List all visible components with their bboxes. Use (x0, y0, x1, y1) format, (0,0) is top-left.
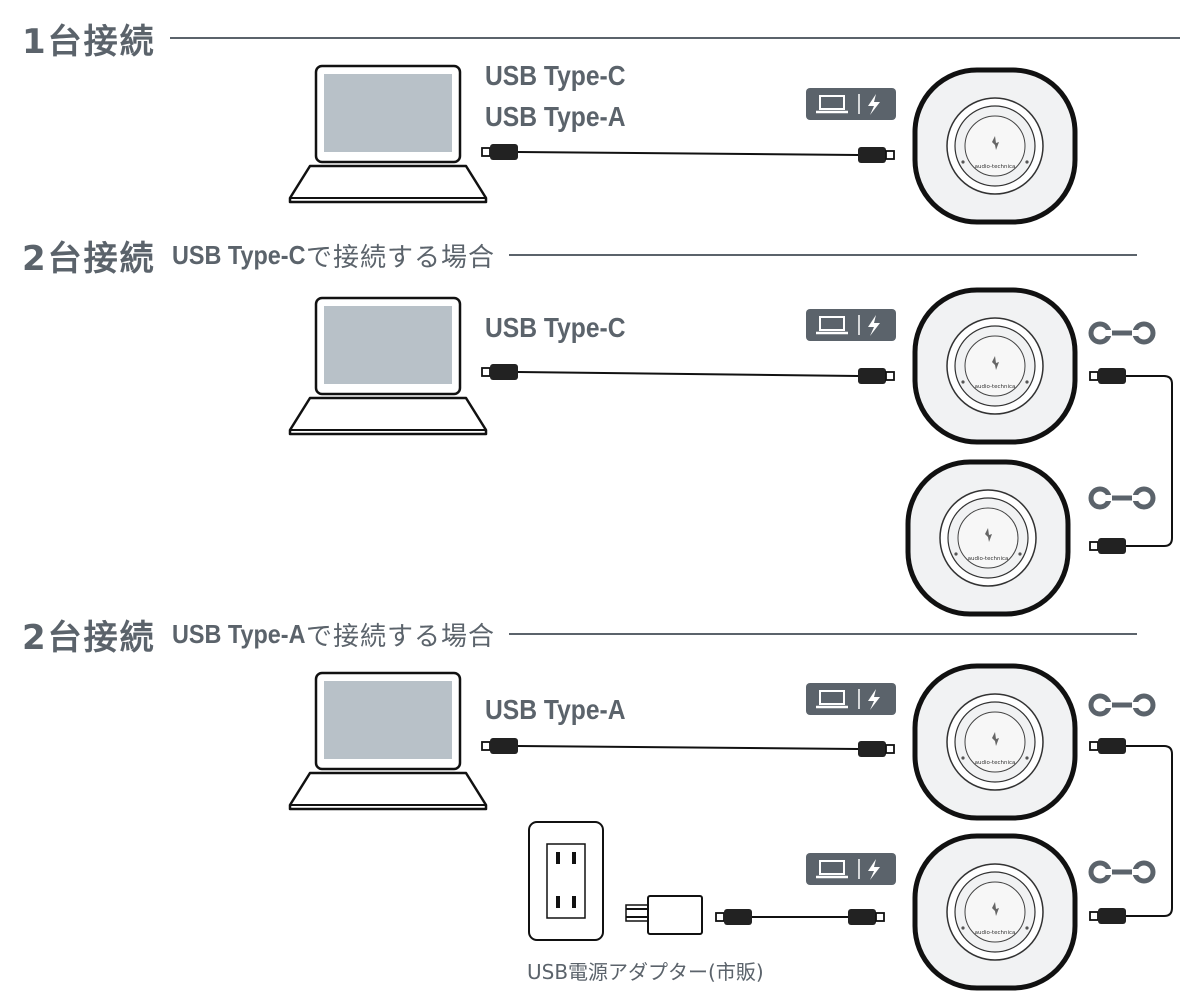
speaker-3a (915, 666, 1075, 818)
chain-link-icon (1091, 863, 1153, 881)
plug-chain-3b (1089, 907, 1127, 925)
heading-suffix: で接続する場合 (305, 621, 495, 652)
plug-speaker-2 (857, 367, 895, 385)
laptop-2 (288, 296, 488, 436)
heading-rule (509, 633, 1137, 635)
section-heading-3: 2台接続 USB Type-A で接続する場合 (22, 612, 1137, 658)
speaker-2a (915, 290, 1075, 442)
heading-title: 2台接続 (22, 238, 156, 279)
cable-label: USB Type-C (485, 312, 626, 343)
heading-suffix: で接続する場合 (305, 242, 495, 273)
speaker-3b (915, 836, 1075, 988)
laptop-1 (288, 64, 488, 204)
adapter-caption: USB電源アダプター(市販) (527, 960, 764, 984)
usb-cable-1 (517, 151, 859, 156)
chain-cable-3 (1126, 745, 1173, 917)
cable-label: USB Type-C (485, 60, 626, 91)
laptop-power-badge-1 (804, 86, 898, 122)
heading-connection-type: USB Type-C (171, 239, 306, 270)
heading-rule (169, 37, 1180, 39)
heading-title: 2台接続 (22, 617, 156, 658)
usb-cable-2 (517, 371, 859, 377)
laptop-power-badge-4 (804, 851, 898, 887)
laptop-power-badge-3 (804, 681, 898, 717)
laptop-power-badge-2 (804, 307, 898, 343)
plug-speaker-1 (857, 146, 895, 164)
heading-rule (509, 254, 1137, 256)
heading-connection-type: USB Type-A (171, 618, 306, 649)
usb-cable-3 (517, 745, 859, 750)
cable-label: USB Type-A (485, 101, 626, 132)
chain-link-icon (1091, 489, 1153, 507)
section-heading-2: 2台接続 USB Type-C で接続する場合 (22, 233, 1137, 279)
plug-chain-2b (1089, 537, 1127, 555)
laptop-3 (288, 671, 488, 811)
speaker-1 (915, 70, 1075, 222)
power-adapter-icon (625, 895, 703, 935)
chain-link-icon (1091, 324, 1153, 342)
plug-chain-3a (1089, 737, 1127, 755)
chain-cable-2 (1126, 375, 1173, 547)
plug-laptop-2 (481, 363, 519, 381)
plug-laptop-3 (481, 737, 519, 755)
plug-chain-2a (1089, 367, 1127, 385)
section-heading-1: 1台接続 (22, 16, 1180, 62)
plug-laptop-1 (481, 143, 519, 161)
plug-speaker-3 (857, 740, 895, 758)
plug-adapter (715, 908, 753, 926)
cable-label: USB Type-A (485, 694, 626, 725)
wall-outlet-icon (528, 821, 604, 941)
plug-speaker-power (847, 908, 885, 926)
heading-title: 1台接続 (22, 21, 156, 62)
chain-link-icon (1091, 696, 1153, 714)
speaker-2b (908, 462, 1068, 614)
